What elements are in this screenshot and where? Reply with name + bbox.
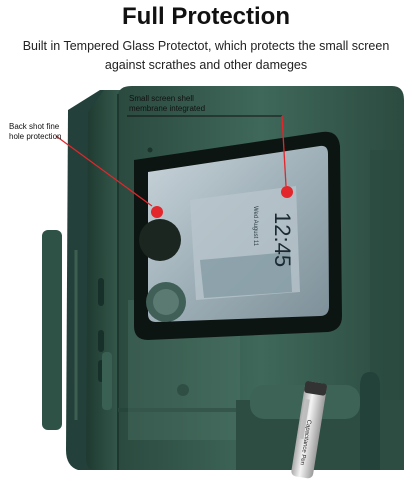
page-subtitle: Built in Tempered Glass Protectot, which…: [22, 39, 390, 72]
camera-lens-top: [139, 219, 181, 261]
callout-back-shot: [55, 135, 163, 218]
cover-screen-date: Wed August 11: [252, 206, 258, 247]
page-title: Full Protection: [122, 3, 290, 30]
cover-screen-time: 12:45: [270, 212, 295, 267]
capacitance-pen: Capacitance Pen: [291, 381, 327, 479]
callout-back-shot-label: Back shot fine hole protection: [9, 122, 62, 141]
back-shot-marker: [151, 206, 163, 218]
screen-shell-marker: [281, 186, 293, 198]
callout-screen-shell: [127, 115, 293, 198]
callout-screen-shell-label: Small screen shell membrane integrated: [129, 94, 206, 113]
camera-module: [139, 219, 186, 322]
